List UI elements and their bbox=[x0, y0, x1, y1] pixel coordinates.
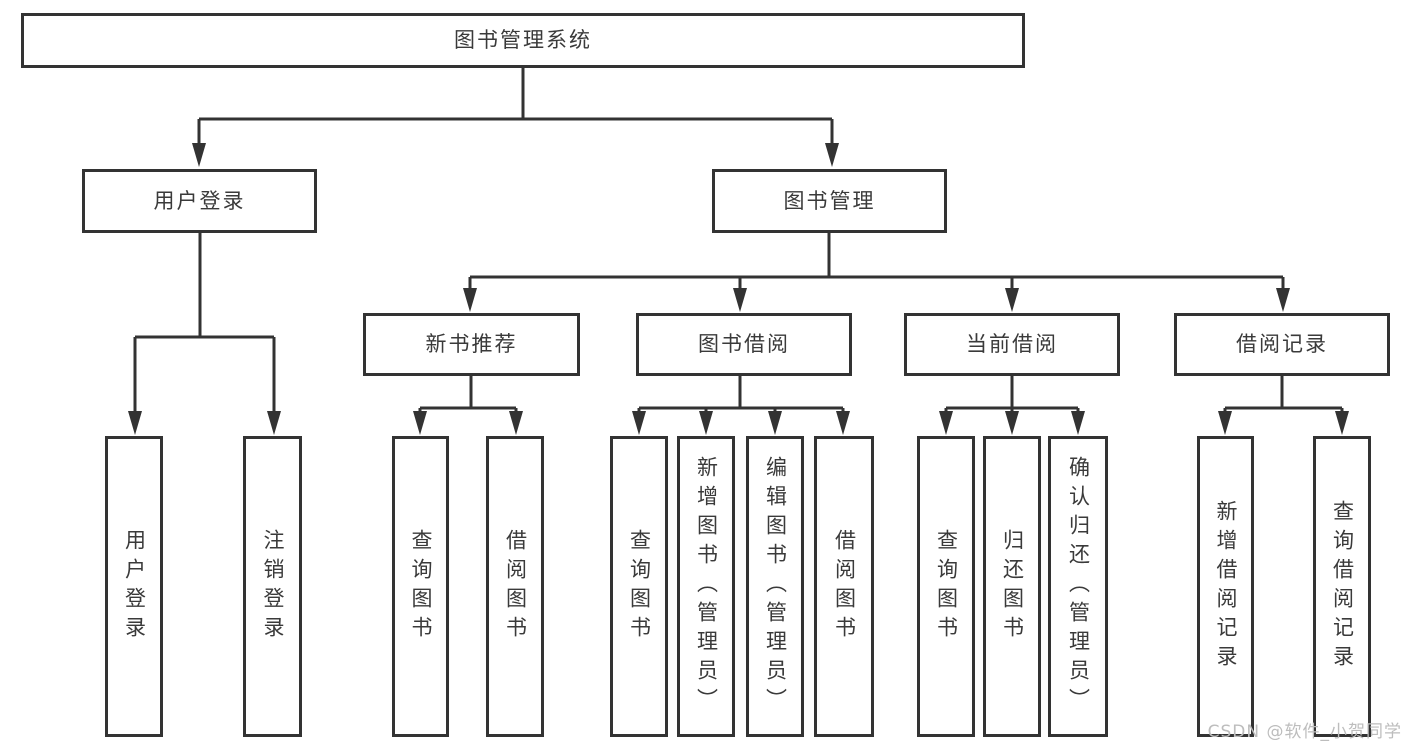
leaf-borrow-books: 借阅图书 bbox=[814, 436, 874, 737]
node-new-book-recommend: 新书推荐 bbox=[363, 313, 580, 376]
connector-book-borrow-group bbox=[632, 376, 850, 435]
connector-current-borrow-group bbox=[939, 376, 1085, 435]
leaf-query-books-current: 查询图书 bbox=[917, 436, 975, 737]
connector-borrow-records-group bbox=[1218, 376, 1349, 435]
node-book-management: 图书管理 bbox=[712, 169, 947, 233]
leaf-add-book-admin: 新增图书（管理员） bbox=[677, 436, 735, 737]
node-root: 图书管理系统 bbox=[21, 13, 1025, 68]
connector-book-management-to-level3 bbox=[463, 233, 1290, 312]
leaf-query-books-recommend: 查询图书 bbox=[392, 436, 449, 737]
leaf-user-login: 用户登录 bbox=[105, 436, 163, 737]
leaf-confirm-return-admin: 确认归还（管理员） bbox=[1048, 436, 1108, 737]
connector-root-to-level2 bbox=[192, 68, 839, 167]
leaf-logout: 注销登录 bbox=[243, 436, 302, 737]
connector-new-book-group bbox=[413, 376, 523, 435]
leaf-query-books-borrow: 查询图书 bbox=[610, 436, 668, 737]
node-book-borrow: 图书借阅 bbox=[636, 313, 852, 376]
connector-user-login-group bbox=[128, 233, 281, 435]
leaf-borrow-books-recommend: 借阅图书 bbox=[486, 436, 544, 737]
leaf-add-borrow-record: 新增借阅记录 bbox=[1197, 436, 1254, 737]
leaf-edit-book-admin: 编辑图书（管理员） bbox=[746, 436, 804, 737]
csdn-watermark: CSDN @软件_小贺同学 bbox=[1207, 722, 1402, 742]
leaf-query-borrow-record: 查询借阅记录 bbox=[1313, 436, 1371, 737]
leaf-return-book: 归还图书 bbox=[983, 436, 1041, 737]
node-borrow-records: 借阅记录 bbox=[1174, 313, 1390, 376]
node-user-login: 用户登录 bbox=[82, 169, 317, 233]
node-current-borrow: 当前借阅 bbox=[904, 313, 1120, 376]
